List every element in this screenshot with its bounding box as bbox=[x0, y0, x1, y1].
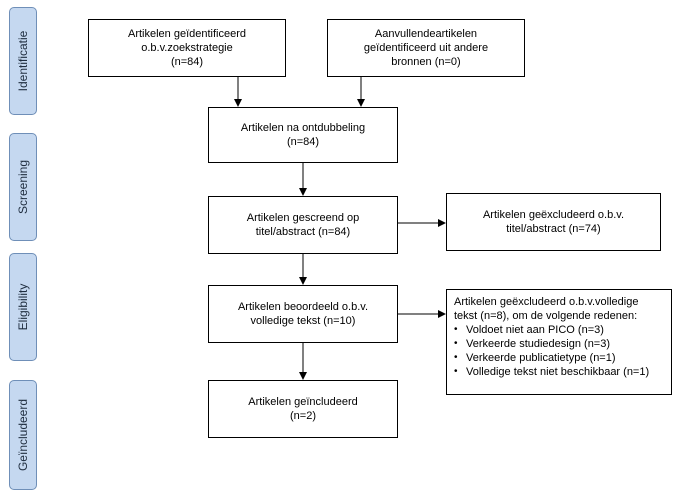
phase-eligibility-label: Eligibility bbox=[16, 283, 30, 331]
box-deduplicated: Artikelen na ontdubbeling (n=84) bbox=[208, 107, 398, 163]
box-excluded-fulltext-intro: Artikelen geëxcludeerd o.b.v.volledige t… bbox=[454, 296, 639, 322]
exclusion-reason-item: • Verkeerde publicatietype (n=1) bbox=[454, 351, 664, 365]
box-identified-search-text: Artikelen geïdentificeerd o.b.v.zoekstra… bbox=[127, 28, 246, 68]
exclusion-reason-item: • Volledige tekst niet beschikbaar (n=1) bbox=[454, 365, 664, 379]
bullet-icon: • bbox=[454, 352, 458, 363]
exclusion-reason-text: Verkeerde studiedesign (n=3) bbox=[466, 338, 611, 350]
phase-screening: Screening bbox=[9, 133, 37, 241]
box-identified-other-text: Aanvullendeartikelen geïdentificeerd uit… bbox=[363, 28, 489, 68]
phase-geincludeerd: Geïncludeerd bbox=[9, 380, 37, 490]
box-screened-text: Artikelen gescreend op titel/abstract (n… bbox=[246, 212, 360, 238]
box-assessed: Artikelen beoordeeld o.b.v. volledige te… bbox=[208, 285, 398, 343]
exclusion-reason-text: Voldoet niet aan PICO (n=3) bbox=[466, 324, 604, 336]
exclusion-reason-item: • Verkeerde studiedesign (n=3) bbox=[454, 337, 664, 351]
box-identified-other: Aanvullendeartikelen geïdentificeerd uit… bbox=[327, 19, 525, 77]
box-identified-search: Artikelen geïdentificeerd o.b.v.zoekstra… bbox=[88, 19, 286, 77]
exclusion-reasons-list: • Voldoet niet aan PICO (n=3) • Verkeerd… bbox=[454, 323, 664, 379]
phase-identificatie: Identificatie bbox=[9, 7, 37, 115]
box-deduplicated-text: Artikelen na ontdubbeling (n=84) bbox=[240, 122, 366, 148]
box-excluded-title: Artikelen geëxcludeerd o.b.v. titel/abst… bbox=[446, 193, 661, 251]
phase-geincludeerd-label: Geïncludeerd bbox=[16, 398, 30, 472]
phase-eligibility: Eligibility bbox=[9, 253, 37, 361]
exclusion-reason-text: Volledige tekst niet beschikbaar (n=1) bbox=[466, 366, 650, 378]
box-included-text: Artikelen geïncludeerd (n=2) bbox=[248, 396, 358, 422]
exclusion-reason-item: • Voldoet niet aan PICO (n=3) bbox=[454, 323, 664, 337]
exclusion-reason-text: Verkeerde publicatietype (n=1) bbox=[466, 352, 616, 364]
box-included: Artikelen geïncludeerd (n=2) bbox=[208, 380, 398, 438]
box-excluded-fulltext: Artikelen geëxcludeerd o.b.v.volledige t… bbox=[446, 289, 672, 395]
box-screened: Artikelen gescreend op titel/abstract (n… bbox=[208, 196, 398, 254]
box-excluded-title-text: Artikelen geëxcludeerd o.b.v. titel/abst… bbox=[482, 209, 625, 235]
phase-screening-label: Screening bbox=[16, 159, 30, 215]
bullet-icon: • bbox=[454, 324, 458, 335]
phase-identificatie-label: Identificatie bbox=[16, 30, 30, 92]
bullet-icon: • bbox=[454, 338, 458, 349]
bullet-icon: • bbox=[454, 366, 458, 377]
box-assessed-text: Artikelen beoordeeld o.b.v. volledige te… bbox=[237, 301, 369, 327]
